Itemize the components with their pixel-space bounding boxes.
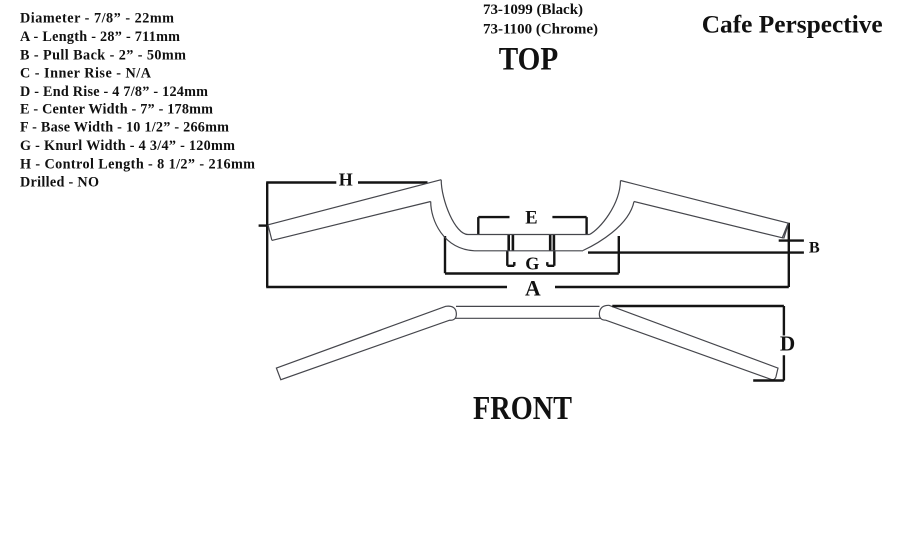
svg-text:E: E [525, 208, 537, 228]
svg-text:F - Base Width - 10 1/2” - 266: F - Base Width - 10 1/2” - 266mm [20, 120, 229, 136]
svg-text:G - Knurl Width - 4 3/4” - 120: G - Knurl Width - 4 3/4” - 120mm [20, 138, 235, 154]
svg-text:H: H [339, 169, 353, 189]
svg-text:Drilled - NO: Drilled - NO [20, 175, 99, 191]
svg-text:E - Center Width - 7” - 178mm: E - Center Width - 7” - 178mm [20, 102, 213, 118]
svg-text:A - Length - 28” - 711mm: A - Length - 28” - 711mm [20, 29, 180, 45]
svg-text:73-1099 (Black): 73-1099 (Black) [483, 2, 583, 18]
svg-text:B - Pull Back - 2” - 50mm: B - Pull Back - 2” - 50mm [20, 48, 186, 64]
svg-text:D: D [780, 331, 795, 355]
svg-text:B: B [809, 237, 820, 256]
svg-text:D - End Rise - 4 7/8” - 124mm: D - End Rise - 4 7/8” - 124mm [20, 84, 208, 100]
svg-text:C - Inner Rise - N/A: C - Inner Rise - N/A [20, 66, 152, 82]
svg-text:FRONT: FRONT [473, 390, 572, 427]
svg-text:73-1100 (Chrome): 73-1100 (Chrome) [483, 21, 598, 37]
svg-text:A: A [525, 276, 541, 300]
svg-text:Diameter - 7/8” - 22mm: Diameter - 7/8” - 22mm [20, 11, 174, 27]
svg-text:TOP: TOP [499, 42, 559, 78]
svg-text:H - Control Length - 8 1/2” -: H - Control Length - 8 1/2” - 216mm [20, 157, 255, 173]
svg-text:Cafe Perspective: Cafe Perspective [702, 10, 883, 38]
svg-text:G: G [525, 254, 539, 274]
